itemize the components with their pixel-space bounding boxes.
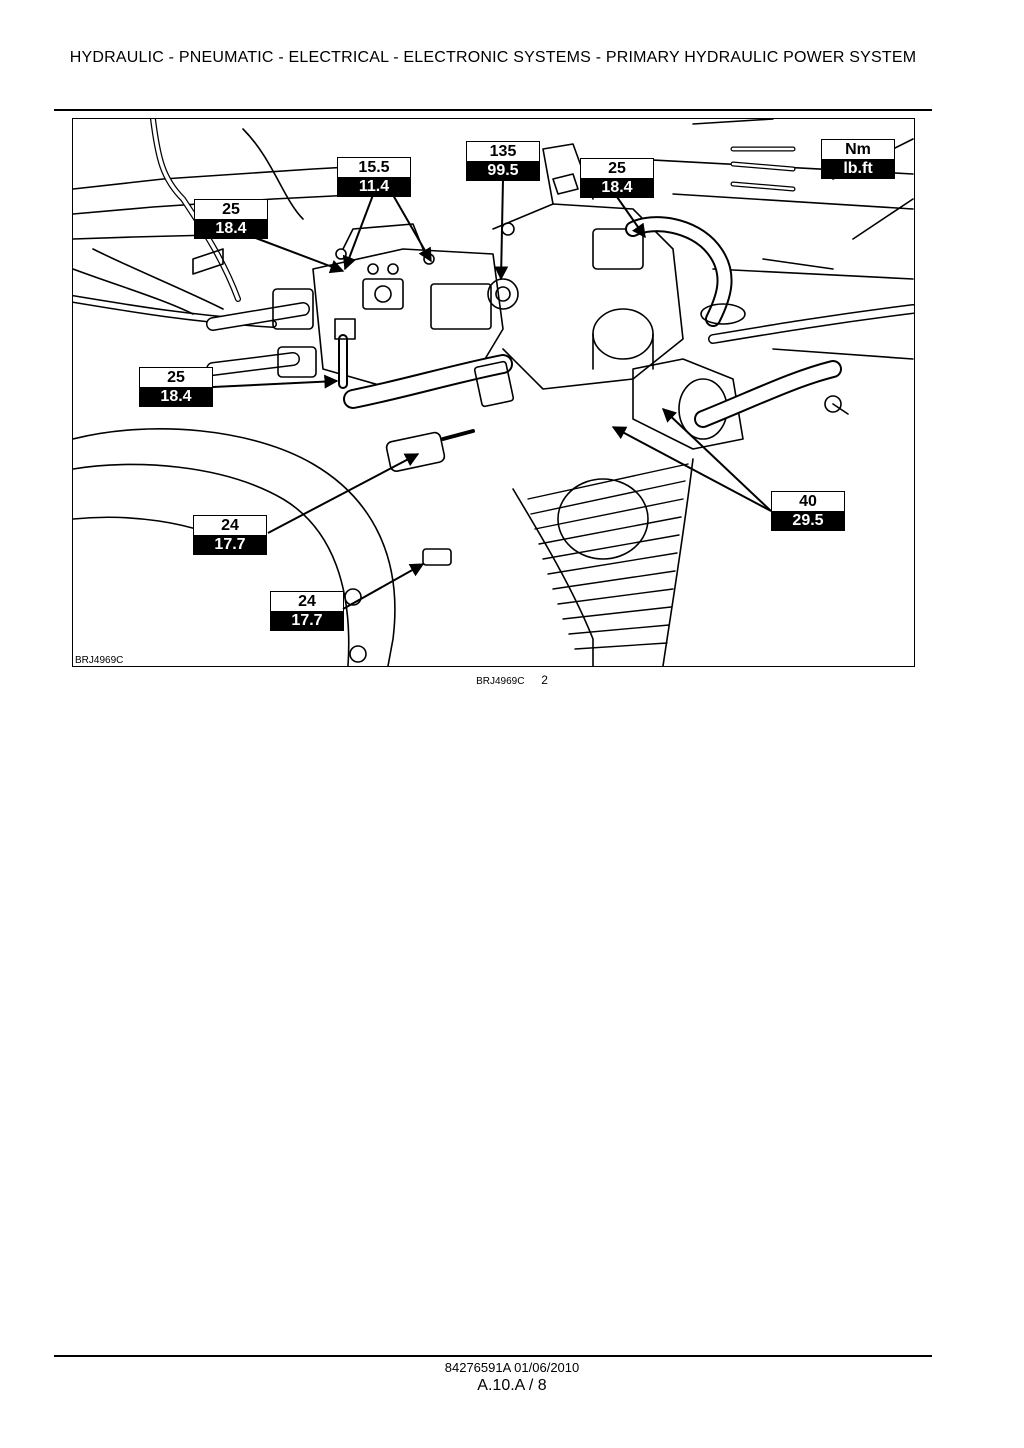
torque-lbft: 18.4 (581, 178, 653, 197)
legend-nm: Nm (822, 140, 894, 159)
page-header-title: HYDRAULIC - PNEUMATIC - ELECTRICAL - ELE… (69, 49, 917, 66)
diagram-figure: Nm lb.ft 15.5 11.4 135 99.5 25 18.4 25 1… (72, 118, 915, 667)
units-legend-badge: Nm lb.ft (821, 139, 895, 179)
figure-code: BRJ4969C (75, 655, 124, 666)
figure-caption: BRJ4969C 2 (0, 673, 1024, 687)
torque-nm: 25 (581, 159, 653, 178)
torque-lbft: 11.4 (338, 177, 410, 196)
footer-doc-ref: 84276591A 01/06/2010 (444, 1360, 580, 1375)
torque-nm: 24 (271, 592, 343, 611)
torque-label-d: 25 18.4 (194, 199, 268, 239)
torque-label-a: 15.5 11.4 (337, 157, 411, 197)
legend-lbft: lb.ft (822, 159, 894, 178)
torque-label-b: 135 99.5 (466, 141, 540, 181)
caption-code: BRJ4969C (476, 676, 525, 687)
header-rule (54, 109, 932, 111)
torque-label-h: 24 17.7 (270, 591, 344, 631)
footer-rule (54, 1355, 932, 1357)
torque-lbft: 17.7 (194, 535, 266, 554)
torque-lbft: 29.5 (772, 511, 844, 530)
torque-nm: 24 (194, 516, 266, 535)
torque-lbft: 99.5 (467, 161, 539, 180)
torque-nm: 25 (195, 200, 267, 219)
caption-number: 2 (541, 673, 548, 687)
torque-label-e: 25 18.4 (139, 367, 213, 407)
torque-label-g: 24 17.7 (193, 515, 267, 555)
torque-label-f: 40 29.5 (771, 491, 845, 531)
torque-nm: 25 (140, 368, 212, 387)
footer-page-number: A.10.A / 8 (477, 1377, 547, 1394)
torque-nm: 40 (772, 492, 844, 511)
torque-nm: 135 (467, 142, 539, 161)
torque-lbft: 18.4 (140, 387, 212, 406)
torque-lbft: 17.7 (271, 611, 343, 630)
torque-label-c: 25 18.4 (580, 158, 654, 198)
torque-lbft: 18.4 (195, 219, 267, 238)
torque-nm: 15.5 (338, 158, 410, 177)
